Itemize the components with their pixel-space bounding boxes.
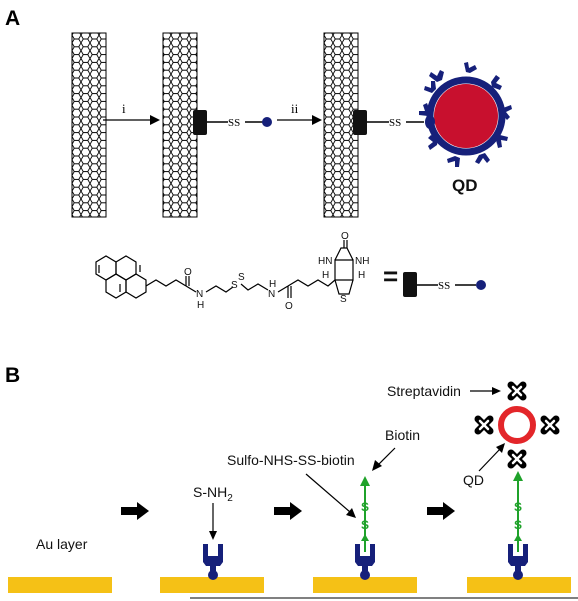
qd-s-1: S	[514, 500, 522, 514]
process-arrow-1	[121, 502, 149, 520]
nanotube-1	[71, 32, 107, 218]
streptavidin-qd-complex	[474, 381, 560, 469]
linker-2	[353, 110, 424, 135]
chem-n-2: N	[268, 289, 275, 300]
ss-label-legend: SS	[438, 280, 450, 292]
quantum-dot-conjugate	[419, 62, 512, 167]
biotin-linker-molecule	[355, 476, 375, 580]
chem-hn: HN	[318, 256, 332, 267]
chem-o-1: O	[184, 267, 192, 278]
chem-n-1: N	[196, 289, 203, 300]
linker-legend	[403, 272, 486, 297]
s-nh2-pointer	[209, 503, 217, 540]
ss-label-2: SS	[389, 117, 401, 129]
chem-h-left: H	[322, 270, 329, 281]
chem-o-2: O	[285, 301, 293, 312]
chem-o-3: O	[341, 231, 349, 242]
au-substrates	[8, 577, 571, 593]
chemical-structure	[95, 240, 354, 299]
process-arrow-3	[427, 502, 455, 520]
qd-b-label: QD	[463, 472, 484, 488]
linker-molecule-1	[203, 544, 223, 580]
arrow-step-i	[103, 115, 160, 125]
arrow-step-ii	[277, 115, 322, 125]
qd-label: QD	[452, 176, 478, 195]
biotin-s-1: S	[361, 500, 369, 514]
chem-h-1: H	[197, 300, 204, 311]
equals-sign: =	[383, 261, 398, 291]
nanotube-3	[323, 32, 359, 218]
au-layer-label: Au layer	[36, 536, 88, 552]
streptavidin-label: Streptavidin	[387, 383, 461, 399]
sulfo-nhs-ss-biotin-label: Sulfo-NHS-SS-biotin	[227, 452, 355, 468]
panel-a-label: A	[5, 7, 20, 30]
nanotube-2	[162, 32, 198, 218]
chem-s-ring: S	[340, 294, 347, 305]
biotin-label: Biotin	[385, 427, 420, 443]
chem-nh: NH	[355, 256, 369, 267]
chem-labels: O N H S S N H O O HN NH H H S	[184, 231, 369, 312]
linker-1	[193, 110, 272, 135]
step-ii-label: ii	[291, 101, 299, 116]
chem-h-right: H	[358, 270, 365, 281]
chem-s-1: S	[231, 280, 238, 291]
s-nh2-label: S-NH2	[193, 484, 233, 504]
chem-s-2: S	[238, 272, 245, 283]
panel-b-label: B	[5, 364, 20, 387]
qd-linker-molecule	[508, 471, 528, 580]
sulfo-pointer	[305, 473, 356, 518]
ss-label-1: SS	[228, 117, 240, 129]
biotin-pointer	[372, 447, 396, 471]
process-arrow-2	[274, 502, 302, 520]
qd-s-2: S	[514, 518, 522, 532]
biotin-s-2: S	[361, 518, 369, 532]
step-i-label: i	[122, 101, 126, 116]
qd-pointer	[478, 443, 505, 472]
streptavidin-pointer	[470, 387, 501, 395]
chem-h-2: H	[269, 279, 276, 290]
